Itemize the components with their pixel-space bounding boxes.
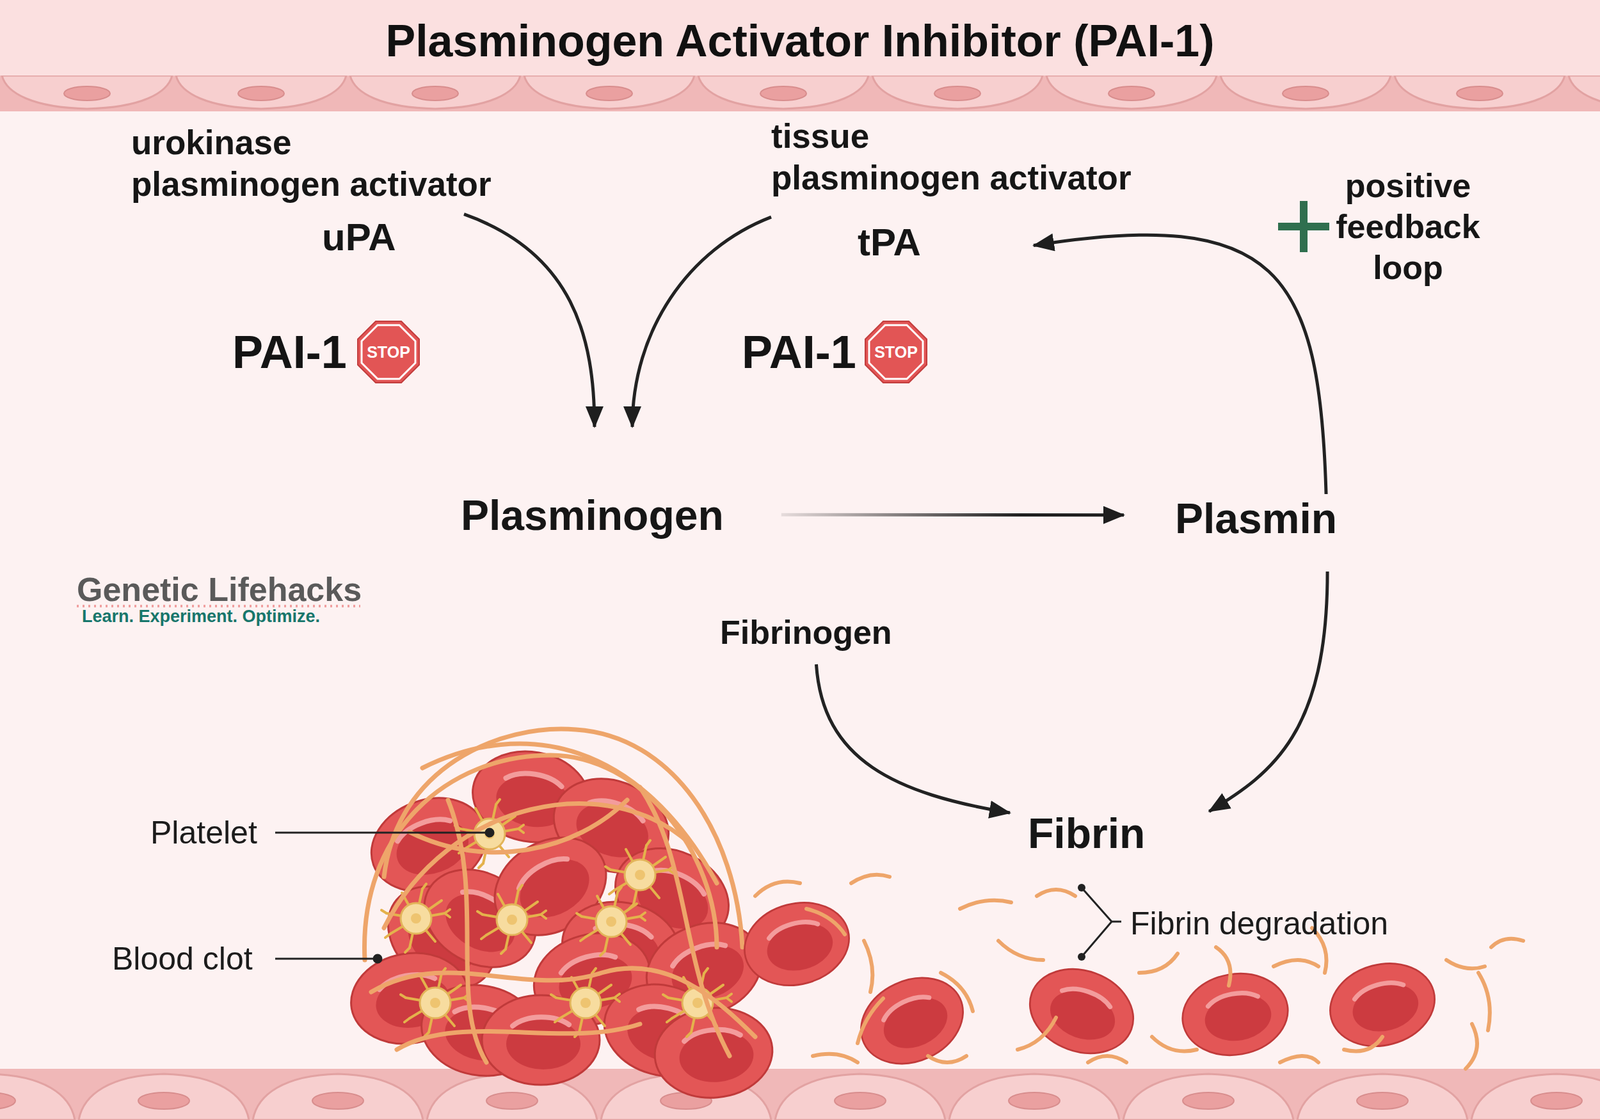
header-band bbox=[0, 0, 1600, 77]
plus-symbol bbox=[1278, 200, 1330, 253]
concept-node: Plasmin bbox=[1123, 494, 1389, 572]
leader-lines bbox=[275, 828, 494, 963]
node-text: tissue plasminogen activator bbox=[771, 115, 1162, 199]
inhibitor-label: PAI-1 bbox=[232, 326, 347, 378]
blood-clot bbox=[343, 728, 777, 1103]
concept-node: Plasminogen bbox=[403, 426, 782, 540]
node-text: urokinase plasminogen activator bbox=[131, 121, 522, 205]
watermark-tagline: Learn. Experiment. Optimize. bbox=[81, 606, 320, 627]
arrow-connector bbox=[464, 214, 595, 427]
arrow-connector bbox=[1208, 571, 1328, 812]
arrow-connector bbox=[1033, 234, 1327, 495]
node-text: uPA bbox=[131, 215, 464, 260]
node-text: Fibrinogen bbox=[720, 613, 893, 652]
node-text: Fibrin bbox=[1027, 808, 1145, 858]
fibrin-mesh bbox=[364, 728, 756, 1063]
concept-node: Fibrinogen bbox=[720, 613, 893, 665]
concept-node: tissue plasminogen activatortPA bbox=[771, 115, 1034, 265]
part-label: Blood clot bbox=[112, 940, 253, 978]
stop-sign bbox=[865, 321, 927, 383]
arrow-connector bbox=[816, 664, 1010, 813]
node-text: tPA bbox=[771, 220, 1034, 265]
free-red-cells bbox=[735, 891, 1445, 1080]
stop-sign bbox=[357, 321, 420, 383]
endothelium-bottom bbox=[0, 1068, 1600, 1120]
fibrin-fragments bbox=[755, 874, 1524, 1069]
part-label: Platelet bbox=[150, 814, 258, 852]
concept-node: urokinase plasminogen activatoruPA bbox=[131, 121, 464, 260]
concept-node: Fibrin bbox=[1009, 808, 1209, 858]
inhibitor-label: PAI-1 bbox=[741, 326, 857, 378]
node-text: Plasminogen bbox=[460, 490, 724, 540]
part-label: Fibrin degradation bbox=[1130, 904, 1389, 943]
arrow-connector bbox=[632, 216, 772, 427]
diagram-title: Plasminogen Activator Inhibitor (PAI-1) bbox=[0, 15, 1600, 67]
arrow-connector bbox=[781, 513, 1124, 517]
edge-label: positive feedback loop bbox=[1324, 165, 1492, 288]
degradation-bracket bbox=[1077, 883, 1122, 961]
watermark: Genetic Lifehacks bbox=[76, 570, 362, 609]
stop-sign-text: STOP bbox=[874, 342, 918, 362]
node-text: Plasmin bbox=[1175, 494, 1337, 543]
stop-sign-text: STOP bbox=[366, 342, 411, 362]
endothelium-top bbox=[0, 75, 1600, 112]
